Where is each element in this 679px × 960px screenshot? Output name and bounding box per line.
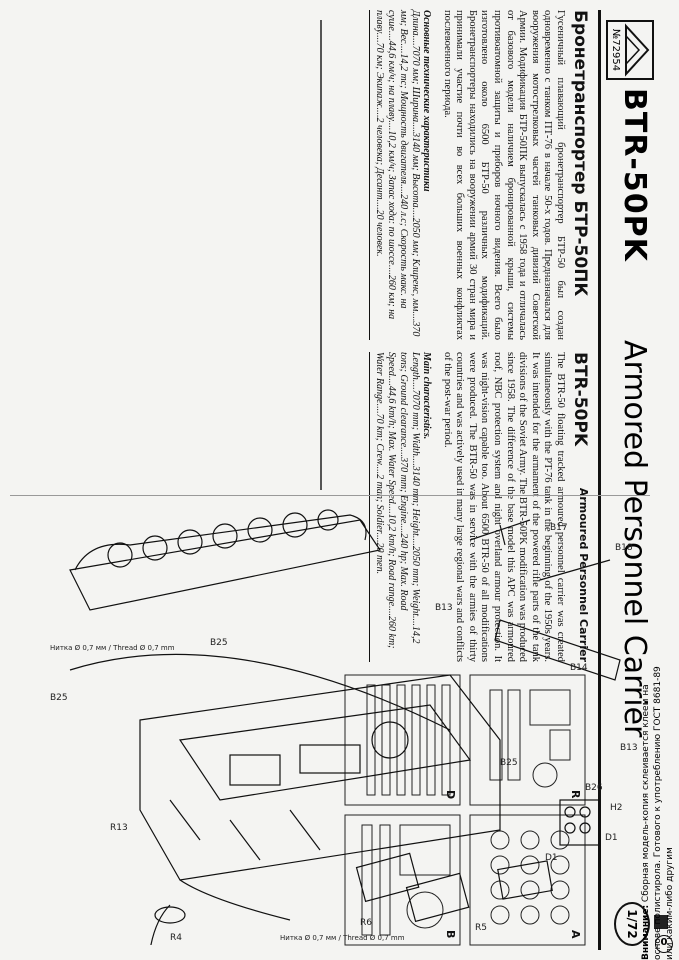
russian-description: Бронетранспортер БТР-50ПК Гусеничный пла…: [369, 10, 590, 340]
tow-cable-bottom: [179, 879, 291, 921]
russian-heading: Бронетранспортер БТР-50ПК: [570, 10, 590, 297]
russian-chars-heading: Основные технические характеристики: [421, 10, 433, 192]
page-mark: 0: [655, 935, 673, 953]
sprue-label-d: D: [444, 790, 457, 799]
label-b25b: B25: [50, 693, 68, 703]
label-r13: R13: [110, 823, 128, 833]
wheel-r4: [154, 906, 186, 924]
label-b13a: B13: [435, 603, 453, 613]
label-d1a: D1: [605, 833, 618, 843]
vertical-divider: [320, 20, 322, 490]
sprue-r-frame: [469, 674, 586, 806]
label-b18: B18: [615, 543, 633, 553]
russian-body: Гусеничный плавающий бронетранспортер БТ…: [441, 10, 566, 340]
warning-label: Внимание:: [641, 904, 651, 960]
model-title: BTR-50PK: [617, 88, 652, 262]
russian-chars: Длина....7070 мм; Ширина....3140 мм; Выс…: [369, 10, 422, 340]
label-b14: B14: [570, 663, 588, 673]
square-icon: [654, 915, 668, 929]
sprue-b-frame: [344, 814, 461, 946]
assembly-warning: Внимание: Сборная модель-копия склеивает…: [640, 660, 676, 960]
pickaxe-b17: [469, 519, 531, 546]
thread-note-bottom: Нитка Ø 0,7 мм / Thread Ø 0,7 mm: [280, 934, 405, 942]
hatch-r6: [355, 852, 420, 903]
sprue-label-b: B: [444, 930, 457, 938]
header-panel: №72954 BTR-50PK Armored Personnel Carrie…: [330, 0, 670, 960]
sprue-d-frame: [344, 674, 461, 806]
hatch-r5: [405, 872, 470, 923]
thread-note-top: Нитка Ø 0,7 мм / Thread Ø 0,7 mm: [50, 644, 175, 652]
shovel-b18: [539, 559, 611, 581]
fold-line: [10, 495, 650, 496]
label-b25a: B25: [210, 638, 228, 648]
label-b13b: B13: [620, 743, 638, 753]
tow-cable-top: [69, 653, 451, 731]
label-b25c: B25: [500, 758, 518, 768]
assembly-diagram: B17 B18 B13 B14 B13 B25 B25 B25 B26 R13 …: [50, 509, 638, 945]
hull-body: [139, 674, 501, 881]
english-title: BTR-50PK: [570, 352, 590, 446]
catalog-number: №72954: [610, 28, 621, 72]
emblem-icon: [625, 23, 650, 77]
label-h2: H2: [610, 803, 623, 813]
label-b17: B17: [550, 523, 568, 533]
label-r6: R6: [360, 918, 372, 928]
side-skirt: [494, 619, 621, 681]
hatch-r5b: [497, 860, 553, 900]
track-wheels: [107, 509, 339, 568]
label-r5: R5: [475, 923, 487, 933]
sprue-label-r: R: [569, 790, 582, 799]
sprue-a-frame: [469, 814, 586, 946]
track-fender: [69, 519, 381, 611]
title-bar: №72954 BTR-50PK Armored Personnel Carrie…: [598, 10, 660, 950]
label-d1b: D1: [545, 853, 558, 863]
label-r4: R4: [170, 933, 182, 943]
light-cluster: [559, 799, 601, 846]
sprue-label-a: A: [569, 930, 582, 939]
label-b26: B26: [585, 783, 603, 793]
sprue-diagrams: R A D B: [344, 674, 586, 946]
brand-logo: №72954: [606, 20, 654, 80]
